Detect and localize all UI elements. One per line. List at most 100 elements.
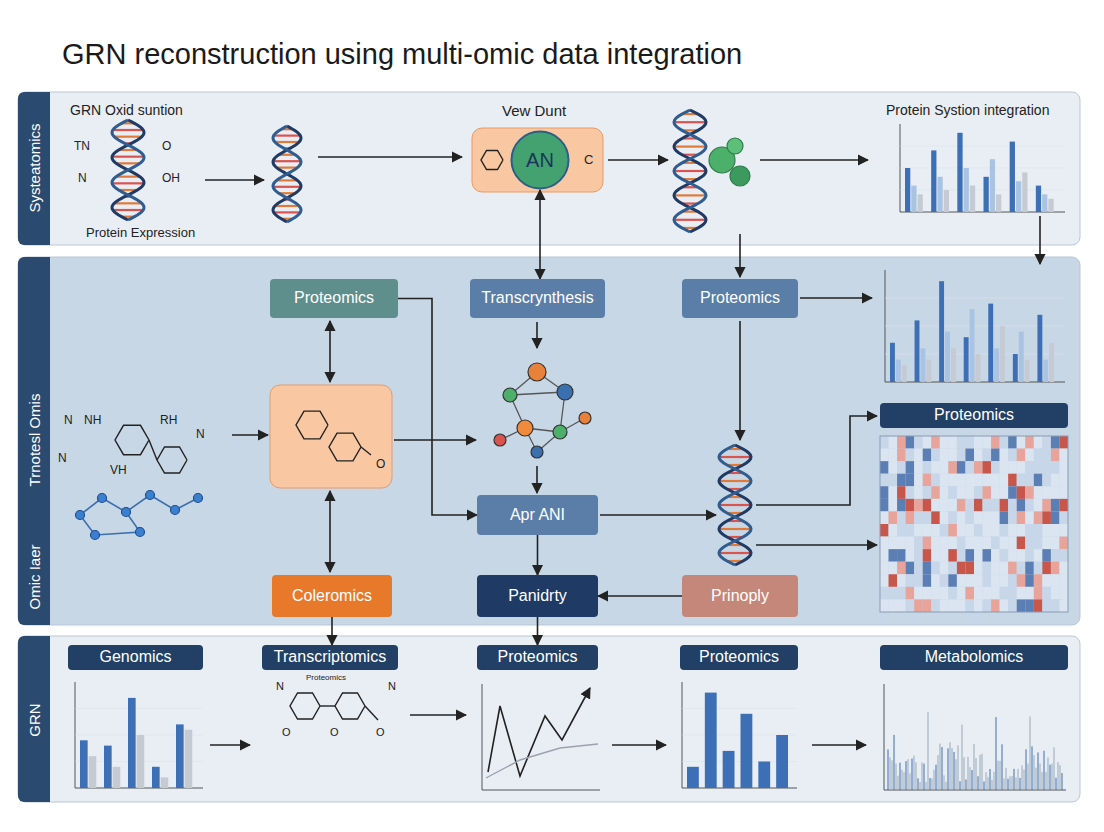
spectrum-line [1016,777,1017,790]
heatmap-cell [974,599,983,612]
heatmap-cell [1017,599,1026,612]
network-node [557,384,573,400]
chart-bar [1042,194,1047,212]
flow-arrow [329,491,331,572]
heatmap-cell [931,549,940,562]
heatmap-cell [991,599,1000,612]
heatmap-cell [991,449,1000,462]
heatmap-cell [965,486,974,499]
spectrum-line [1012,776,1013,790]
heatmap-cell [983,562,992,575]
panel-header: Proteomics [680,645,798,670]
heatmap-cell [923,511,932,524]
spectrum-line [976,758,977,790]
flow-arrow [318,156,462,158]
molecule-bond [149,440,157,460]
panel-header: Metabolomics [880,645,1068,670]
heatmap-cell [983,599,992,612]
chart-bar [1049,343,1054,382]
heatmap-cell [1051,574,1060,587]
dna-strand [674,110,706,232]
chem-label: O [330,726,339,739]
heatmap-cell [957,461,966,474]
chart-bar [994,348,999,382]
heatmap-cell [923,537,932,550]
dna-rung [273,160,301,162]
heatmap-cell [974,574,983,587]
spectrum-line [1008,779,1009,790]
node-label: Metabolomics [925,648,1024,666]
chem-label: N [196,428,205,442]
network-node [503,388,517,402]
heatmap-cell [974,511,983,524]
circle-shape [512,132,569,189]
spectrum-line [956,759,957,790]
heatmap-cell [957,511,966,524]
heatmap-cell [965,511,974,524]
heatmap-cell [1034,599,1043,612]
chart-axis [482,684,600,790]
heatmap-cell [906,537,915,550]
spectrum-line [1038,752,1039,790]
spectrum-line [924,764,925,790]
heatmap-cell [983,449,992,462]
molecule-ring [481,150,503,169]
dna-rung [112,156,144,158]
heatmap-cell [965,599,974,612]
heatmap-cell [880,461,889,474]
heatmap-frame [880,436,1068,612]
heatmap-cell [1034,562,1043,575]
node-label: Panidrty [508,587,567,605]
chart-bar [1022,172,1027,212]
molecule-bond [80,512,140,535]
heatmap-cell [914,449,923,462]
heatmap-cell [1017,511,1026,524]
chart-axis [75,682,203,788]
heatmap-cell [1000,449,1009,462]
spectrum-line [1028,764,1029,790]
chart-bar [915,320,920,382]
heatmap-cell [983,511,992,524]
heatmap-cell [991,499,1000,512]
chem-label: C [584,153,593,168]
process-box: Proteomics [682,279,798,318]
chart-bar [741,714,753,788]
heatmap-cell [880,599,889,612]
process-box: Proteomics [270,279,398,318]
chart-bar [161,777,169,788]
band-label: Omic Iaer [26,544,43,609]
heatmap-cell [1059,486,1068,499]
flow-arrow [536,322,538,348]
chem-label: O [162,140,171,154]
flow-arrow [1039,216,1041,264]
heatmap-cell [897,599,906,612]
spectrum-line [1058,762,1059,790]
heatmap-cell [957,562,966,575]
trend-line [488,688,590,776]
heatmap-cell [880,449,889,462]
flow-arrow [232,434,268,436]
atom [171,506,180,515]
heatmap-cell [889,549,898,562]
heatmap-cell [1051,599,1060,612]
node-label: Apr ANI [510,506,565,524]
dna-strand [719,445,751,565]
heatmap-cell [889,474,898,487]
heatmap-cell [897,587,906,600]
grid-line [75,708,203,709]
atom [98,494,107,503]
heatmap-cell [880,574,889,587]
panel-header: Genomics [68,645,203,670]
heatmap-cell [923,486,932,499]
heatmap-cell [889,574,898,587]
spectrum-line [1020,778,1021,790]
dna-rung [112,182,144,184]
heatmap-cell [914,499,923,512]
heatmap-cell [923,474,932,487]
heatmap-cell [906,599,915,612]
chart-bar [137,735,145,788]
heatmap-cell [1059,524,1068,537]
heatmap-cell [1025,537,1034,550]
spectrum-line [1052,764,1053,790]
spectrum-line [1006,768,1007,790]
